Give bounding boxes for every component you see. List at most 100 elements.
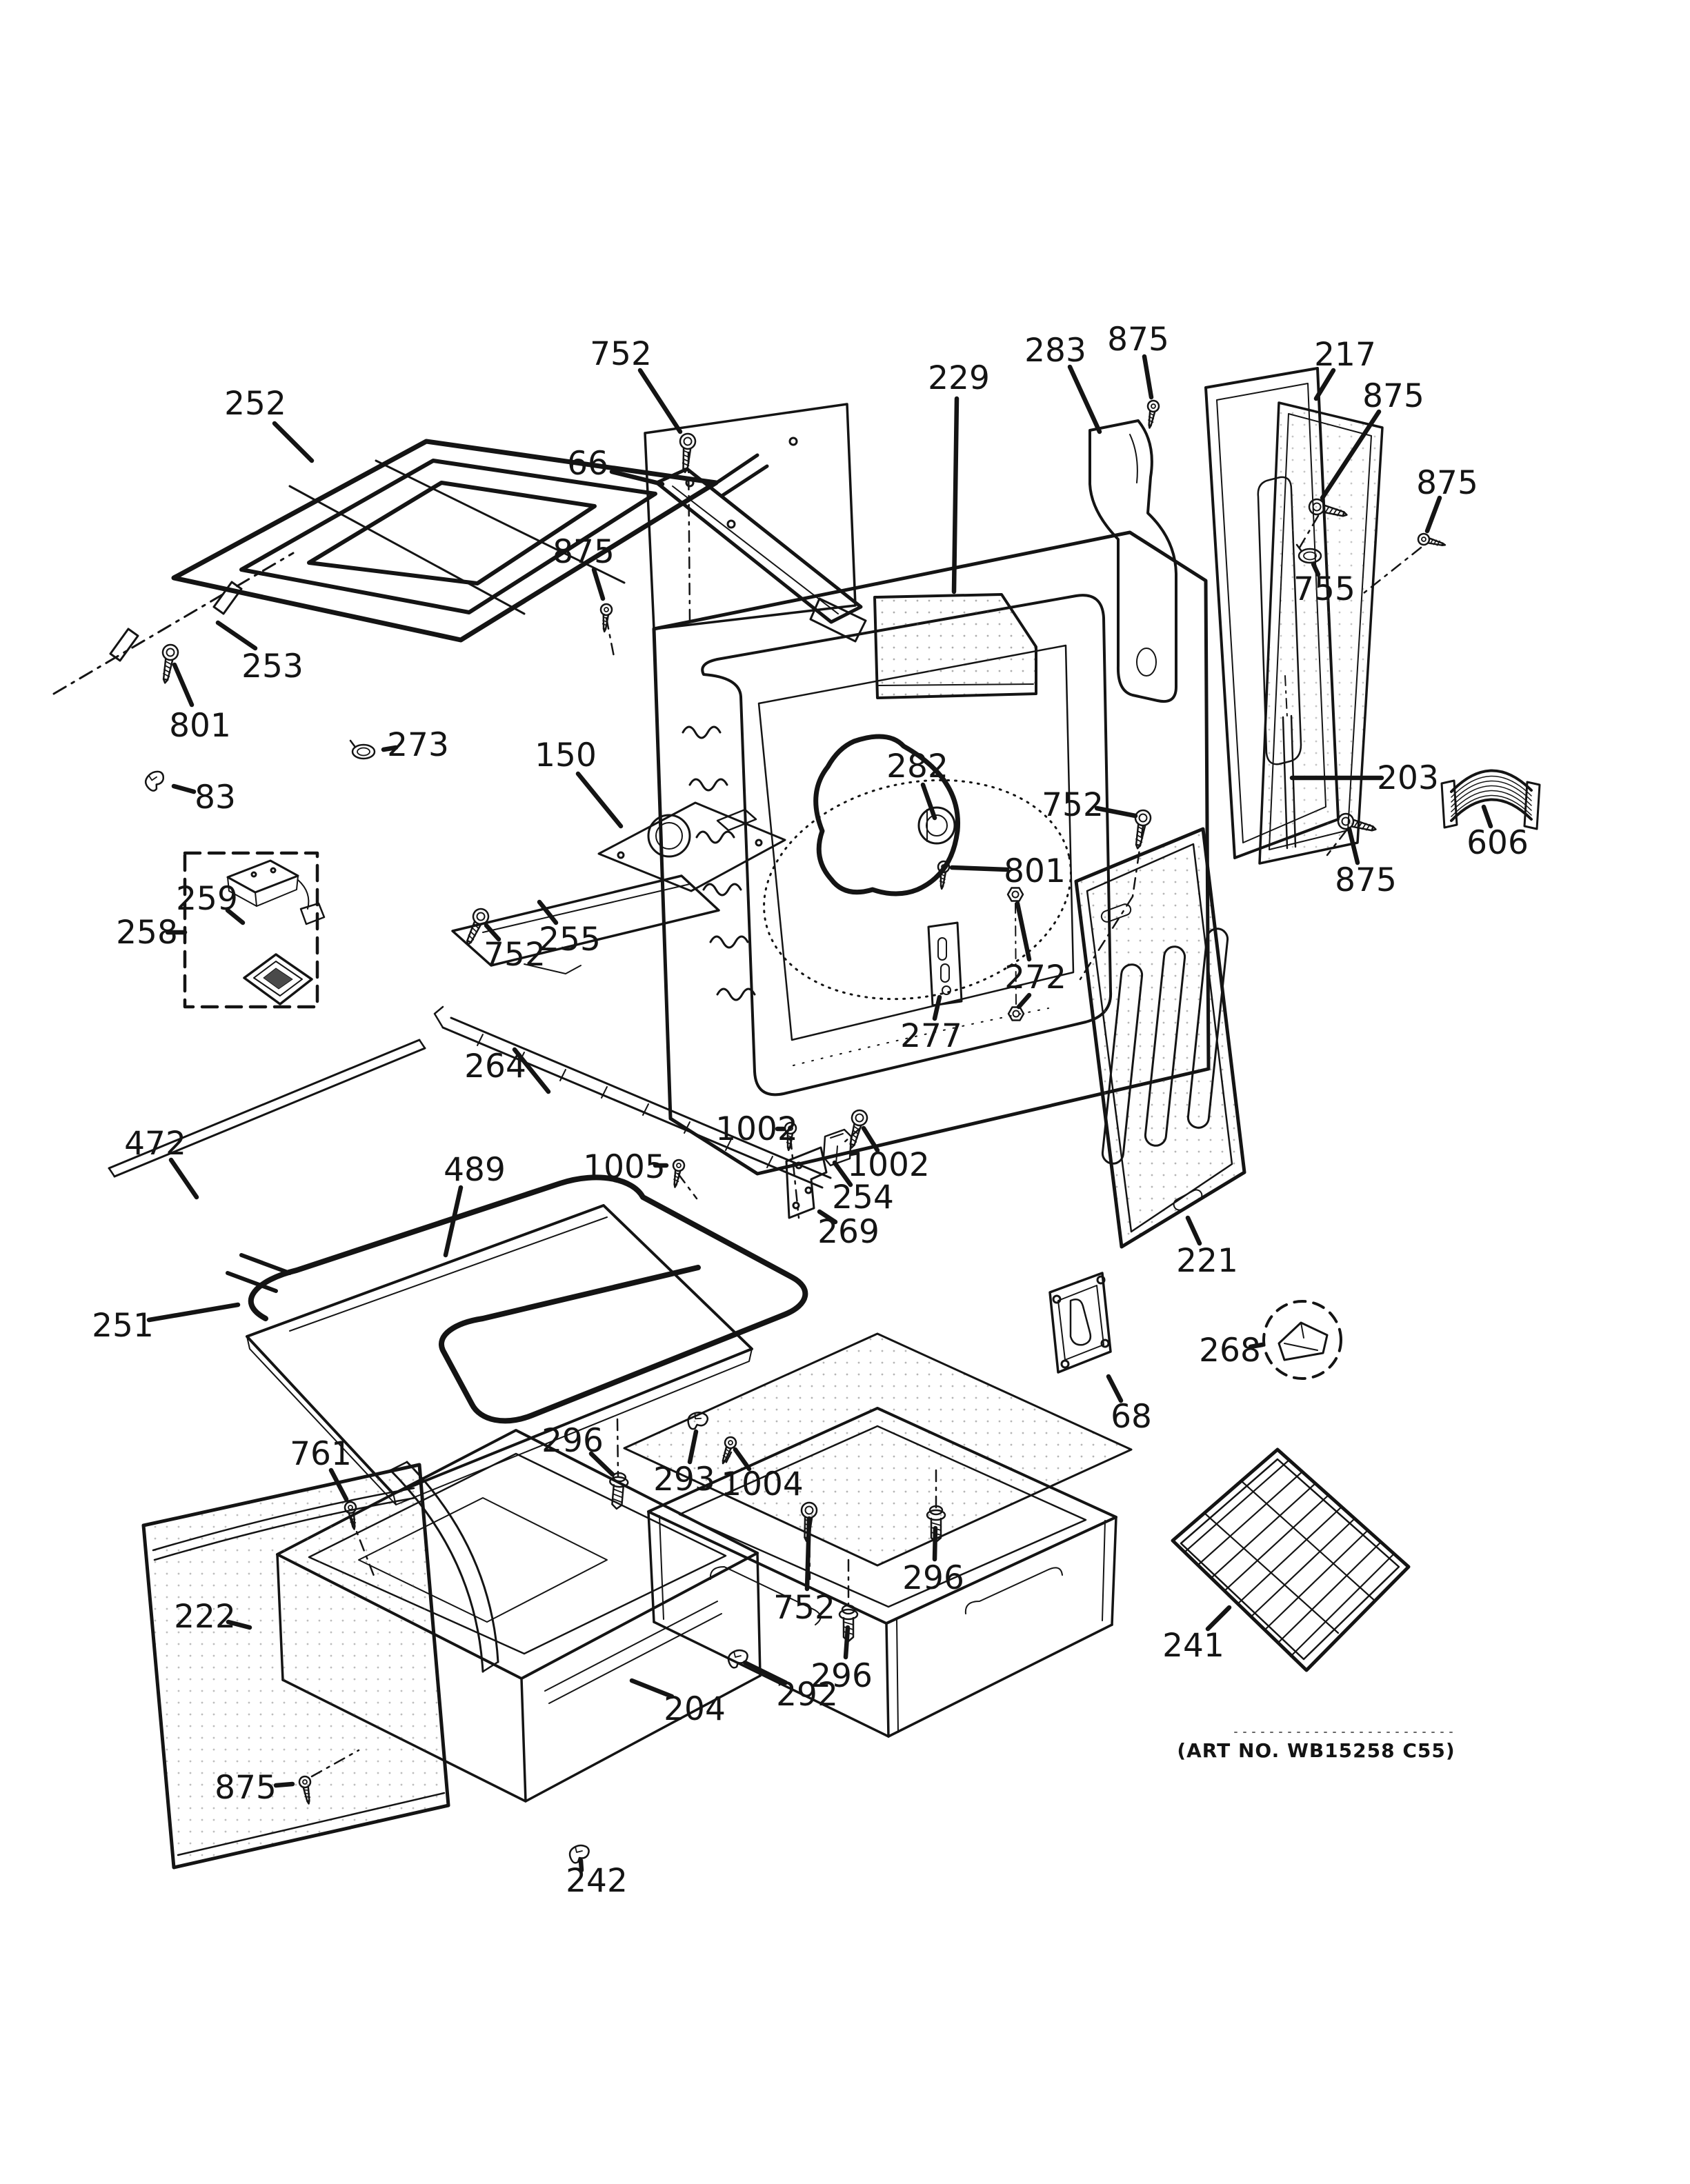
leader-line xyxy=(591,567,606,601)
door-latch-motor xyxy=(597,801,786,892)
vent-duct xyxy=(1088,419,1177,703)
callout-layer: 2522538018327325825915025575226447248925… xyxy=(92,321,1529,1900)
leader-line xyxy=(1205,1605,1232,1632)
part-label-801: 801 xyxy=(169,707,231,745)
part-label-259: 259 xyxy=(176,880,238,918)
callout-254: 254 xyxy=(832,1160,894,1216)
callout-203: 203 xyxy=(1289,759,1439,797)
front-rail xyxy=(433,1005,832,1189)
callout-875: 875 xyxy=(1107,321,1169,429)
callout-292: 292 xyxy=(727,1649,838,1714)
callout-1002: 1002 xyxy=(715,1110,798,1152)
callout-150: 150 xyxy=(535,737,624,829)
side-trim xyxy=(108,1039,426,1178)
leader-line xyxy=(381,745,399,752)
part-label-489: 489 xyxy=(444,1151,506,1189)
part-label-83: 83 xyxy=(195,779,236,817)
leader-line xyxy=(484,923,501,942)
leader-line xyxy=(575,771,624,829)
callout-272: 272 xyxy=(1004,887,1066,1021)
callout-283: 283 xyxy=(1024,332,1102,434)
part-label-150: 150 xyxy=(535,737,597,774)
leader-line xyxy=(1248,1342,1265,1350)
screw-icon xyxy=(466,908,490,946)
clip-icon xyxy=(727,1649,748,1669)
part-label-268: 268 xyxy=(1199,1332,1261,1370)
callout-83: 83 xyxy=(144,770,236,817)
part-label-752: 752 xyxy=(773,1589,835,1627)
part-label-282: 282 xyxy=(886,748,948,785)
part-label-1002: 1002 xyxy=(715,1110,798,1148)
leader-line xyxy=(1142,354,1154,400)
part-label-204: 204 xyxy=(664,1690,726,1728)
part-label-296: 296 xyxy=(811,1657,873,1695)
screw-icon xyxy=(1308,498,1348,517)
callout-229: 229 xyxy=(928,359,990,594)
part-label-875: 875 xyxy=(1107,321,1169,359)
callout-241: 241 xyxy=(1162,1605,1232,1665)
part-label-292: 292 xyxy=(776,1676,838,1714)
part-label-217: 217 xyxy=(1314,336,1376,374)
leader-line xyxy=(1016,992,1032,1010)
leader-line xyxy=(1106,1374,1124,1403)
part-label-251: 251 xyxy=(92,1307,154,1345)
keeper-bracket xyxy=(785,1146,828,1219)
part-label-1005: 1005 xyxy=(583,1148,666,1186)
broil-element xyxy=(52,439,769,695)
side-panel xyxy=(1074,827,1246,1249)
oven-lamp xyxy=(917,806,956,845)
callout-252: 252 xyxy=(224,385,315,463)
part-label-801: 801 xyxy=(1004,852,1066,890)
leader-line xyxy=(733,1447,752,1472)
part-label-875: 875 xyxy=(1416,464,1478,502)
callout-1005: 1005 xyxy=(583,1148,686,1188)
part-label-296: 296 xyxy=(541,1422,604,1460)
pin-icon xyxy=(784,1121,797,1152)
callout-255: 255 xyxy=(537,899,601,959)
leader-line xyxy=(512,1047,551,1094)
callout-253: 253 xyxy=(215,620,304,685)
leader-line xyxy=(537,899,559,925)
leader-line xyxy=(951,396,960,594)
door-gasket xyxy=(813,734,961,896)
part-label-229: 229 xyxy=(928,359,990,397)
part-label-269: 269 xyxy=(817,1213,879,1251)
screw-icon xyxy=(800,1501,818,1543)
callout-264: 264 xyxy=(464,1047,551,1094)
callout-282: 282 xyxy=(886,748,948,821)
part-label-761: 761 xyxy=(290,1435,352,1473)
part-label-606: 606 xyxy=(1467,824,1529,862)
callout-296: 296 xyxy=(811,1604,873,1695)
pin-icon xyxy=(344,1501,357,1530)
part-label-755: 755 xyxy=(1293,570,1355,608)
disc-icon xyxy=(1295,543,1322,564)
part-label-264: 264 xyxy=(464,1048,526,1085)
part-label-254: 254 xyxy=(832,1179,894,1216)
top-brace xyxy=(655,467,867,643)
oven-rack xyxy=(1171,1447,1411,1672)
callout-472: 472 xyxy=(124,1125,199,1200)
callout-875: 875 xyxy=(215,1769,312,1807)
callout-606: 606 xyxy=(1467,804,1529,862)
part-label-255: 255 xyxy=(539,921,601,959)
part-label-875: 875 xyxy=(1335,861,1397,899)
callout-752: 752 xyxy=(590,335,697,474)
pin-icon xyxy=(298,1775,312,1805)
callout-761: 761 xyxy=(290,1435,357,1530)
leader-line xyxy=(443,1185,464,1258)
leader-line xyxy=(328,1467,349,1502)
callout-221: 221 xyxy=(1176,1215,1238,1280)
part-label-203: 203 xyxy=(1377,759,1439,797)
leader-line xyxy=(1067,364,1102,434)
part-label-296: 296 xyxy=(902,1559,964,1597)
callout-875: 875 xyxy=(1416,464,1478,546)
leader-line xyxy=(1094,805,1138,819)
callout-217: 217 xyxy=(1313,336,1376,401)
leader-line xyxy=(1481,804,1493,829)
leader-line xyxy=(1015,901,1032,962)
callout-752: 752 xyxy=(773,1501,835,1627)
part-label-253: 253 xyxy=(241,648,304,685)
leader-line xyxy=(1346,826,1360,865)
callout-242: 242 xyxy=(566,1844,628,1900)
